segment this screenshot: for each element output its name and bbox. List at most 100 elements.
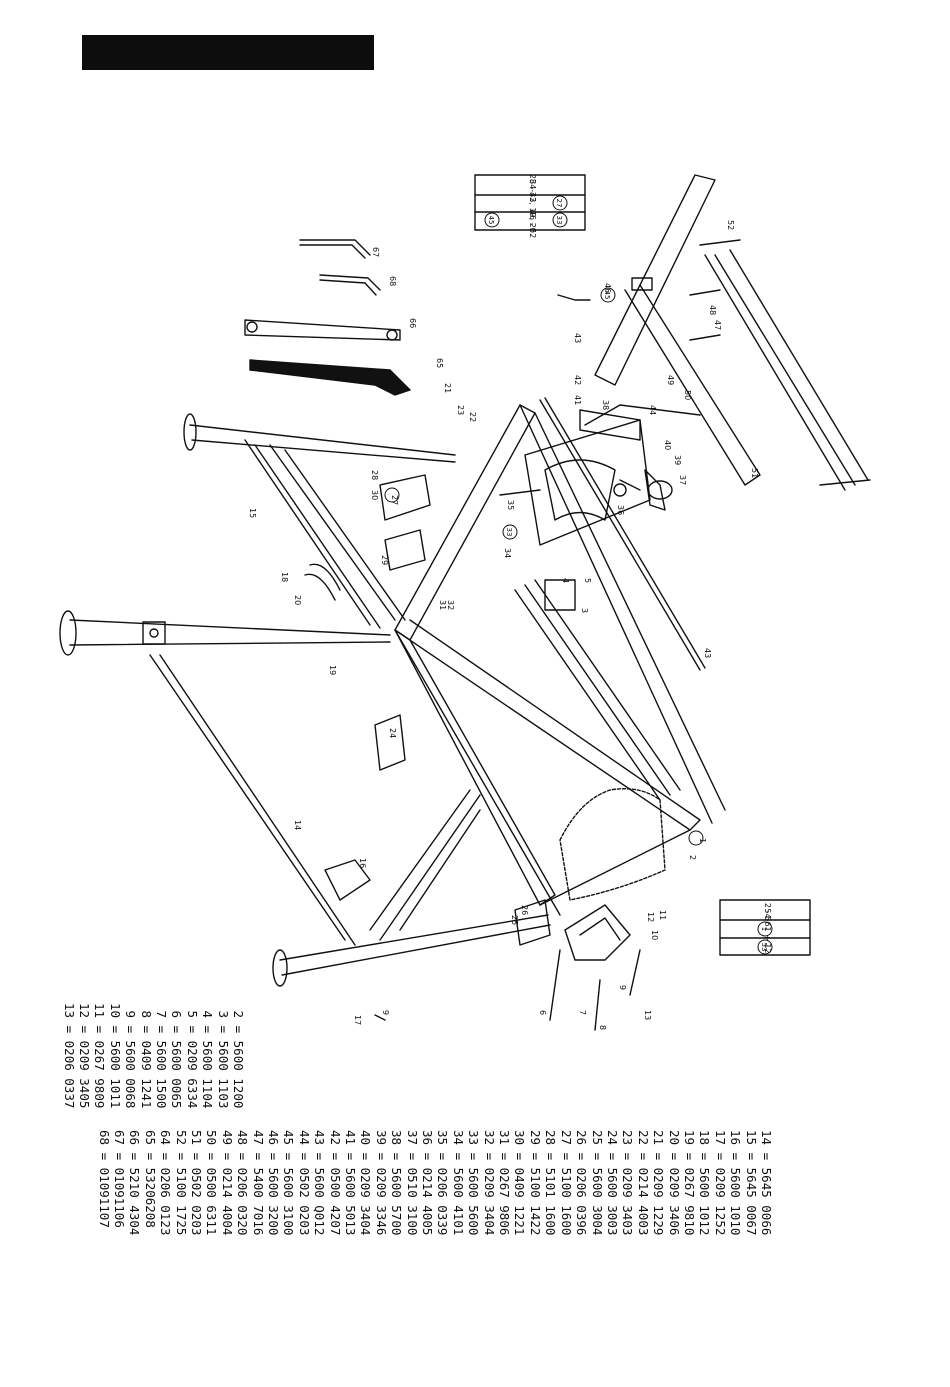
- callout-65: 65: [435, 358, 444, 368]
- part-number: 24: [604, 1130, 620, 1146]
- part-entry: 40 = 0209 3404: [358, 1130, 374, 1236]
- box-top-row1: 28 - 32: [528, 174, 537, 202]
- callout-43b: 43: [703, 648, 712, 658]
- tools: [244, 239, 411, 396]
- part-entry: 52 = 5100 1725: [173, 1130, 189, 1236]
- extension-rails: [594, 174, 871, 491]
- part-code: 0500 4207: [327, 1167, 343, 1236]
- part-code: 0267 9806: [497, 1167, 513, 1236]
- part-number: 19: [681, 1130, 697, 1146]
- part-number: 38: [389, 1130, 405, 1146]
- callout-21: 21: [443, 383, 452, 393]
- part-number: 39: [373, 1130, 389, 1146]
- box-bottom-row1: 2 - 5: [763, 903, 772, 921]
- part-number: 47: [250, 1130, 266, 1146]
- part-entry: 37 = 0510 3100: [404, 1130, 420, 1236]
- callout-68: 68: [388, 276, 397, 286]
- callout-23: 23: [456, 405, 465, 415]
- part-entry: 47 = 5400 7016: [250, 1130, 266, 1236]
- part-number: 31: [497, 1130, 513, 1146]
- part-number: 35: [435, 1130, 451, 1146]
- part-code: 0267 9810: [681, 1167, 697, 1236]
- part-entry: 17 = 0209 1252: [712, 1130, 728, 1236]
- table-legs: [59, 413, 551, 987]
- part-entry: 29 = 5100 1422: [527, 1130, 543, 1236]
- part-code: 5600 5700: [389, 1167, 405, 1236]
- callout-6: 6: [538, 1010, 547, 1015]
- part-entry: 68 = 01091107: [96, 1130, 112, 1228]
- callout-29: 29: [380, 555, 389, 565]
- part-number: 45: [281, 1130, 297, 1146]
- part-entry: 38 = 5600 5700: [389, 1130, 405, 1236]
- part-code: 0209 6334: [184, 1040, 200, 1109]
- part-entry: 5 = 0209 6334: [184, 1003, 200, 1109]
- box-bottom-circle2: 53: [760, 943, 768, 952]
- callout-13: 13: [643, 1010, 652, 1020]
- callout-10: 10: [650, 930, 659, 940]
- part-entry: 14 = 5645 0066: [759, 1130, 774, 1236]
- part-number: 25: [589, 1130, 605, 1146]
- part-number: 2: [231, 1003, 246, 1019]
- part-code: 0409 1241: [138, 1040, 154, 1109]
- part-code: 5400 7016: [250, 1167, 266, 1236]
- part-code: 5600 3004: [589, 1167, 605, 1236]
- box-top-row3: 46 - 52: [528, 210, 537, 238]
- part-code: 5600 1104: [200, 1040, 216, 1109]
- part-number: 18: [697, 1130, 713, 1146]
- part-entry: 18 = 5600 1012: [697, 1130, 713, 1236]
- part-code: 5600 1200: [231, 1040, 246, 1109]
- callout-34: 34: [503, 548, 512, 558]
- header-bar: [82, 35, 374, 70]
- callout-14: 14: [293, 820, 302, 830]
- part-number: 32: [481, 1130, 497, 1146]
- part-number: 17: [712, 1130, 728, 1146]
- part-number: 28: [543, 1130, 559, 1146]
- part-entry: 27 = 5100 1600: [558, 1130, 574, 1236]
- part-entry: 64 = 0206 0123: [158, 1130, 174, 1236]
- part-entry: 36 = 0214 4005: [420, 1130, 436, 1236]
- part-entry: 19 = 0267 9810: [681, 1130, 697, 1236]
- callout-40: 40: [663, 440, 672, 450]
- callout-27: 27: [390, 495, 399, 505]
- part-entry: 67 = 01091106: [111, 1130, 127, 1228]
- part-code: 0206 0339: [435, 1167, 451, 1236]
- callout-9b: 9: [381, 1010, 390, 1015]
- part-number: 12: [76, 1003, 92, 1019]
- callout-17: 17: [353, 1015, 362, 1025]
- callout-16: 16: [358, 858, 367, 868]
- part-entry: 20 = 0209 3406: [666, 1130, 682, 1236]
- part-code: 5645 0067: [743, 1167, 759, 1236]
- part-code: 5600 1103: [215, 1040, 231, 1109]
- part-code: 5600 3003: [604, 1167, 620, 1236]
- part-code: 5600 0068: [123, 1040, 139, 1109]
- part-entry: 4 = 5600 1104: [200, 1003, 216, 1109]
- part-entry: 28 = 5101 1600: [543, 1130, 559, 1236]
- part-code: 5600 3200: [266, 1167, 281, 1236]
- part-entry: 16 = 5600 1010: [728, 1130, 744, 1236]
- part-entry: 45 = 5600 3100: [281, 1130, 297, 1236]
- box-top-row2: 34-43, 19, 20: [528, 179, 537, 233]
- part-entry: 22 = 0214 4003: [635, 1130, 651, 1236]
- part-entry: 13 = 0206 0337: [61, 1003, 77, 1109]
- part-number: 30: [512, 1130, 528, 1146]
- part-number: 29: [527, 1130, 543, 1146]
- callout-20: 20: [293, 595, 302, 605]
- part-entry: 6 = 5600 0065: [169, 1003, 185, 1109]
- callout-19: 19: [328, 665, 337, 675]
- cross-braces: [149, 439, 481, 946]
- callout-15: 15: [248, 508, 257, 518]
- callout-8: 8: [598, 1025, 607, 1030]
- callout-31: 31: [438, 600, 447, 610]
- part-number: 37: [404, 1130, 420, 1146]
- reference-box-bottom: [719, 899, 811, 956]
- callout-4: 4: [561, 578, 570, 583]
- part-code: 0209 3404: [358, 1167, 374, 1236]
- part-code: 0209 3403: [620, 1167, 636, 1236]
- callout-37: 37: [678, 475, 687, 485]
- part-number: 3: [215, 1003, 231, 1019]
- part-number: 43: [312, 1130, 328, 1146]
- callout-39: 39: [673, 455, 682, 465]
- callout-44: 44: [648, 405, 657, 415]
